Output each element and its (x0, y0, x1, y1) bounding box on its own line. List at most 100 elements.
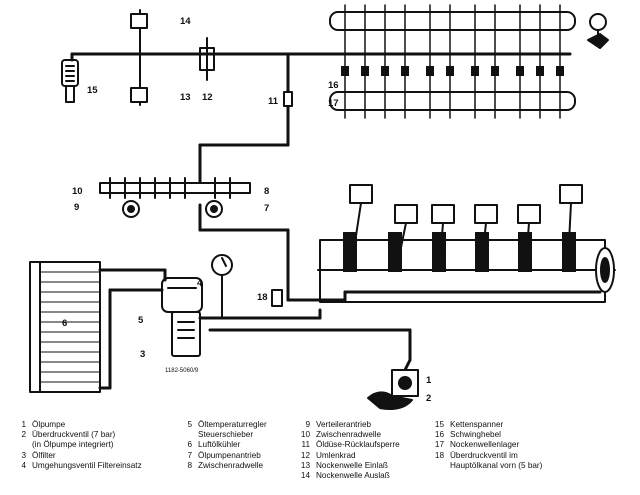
legend-row: 16 Schwinghebel (432, 430, 542, 440)
camshaft-assembly-right (329, 4, 576, 119)
legend-number: 9 (305, 420, 310, 429)
left-camshaft-stub (130, 9, 215, 106)
callout-8: 8 (264, 186, 269, 197)
legend-text: Schwinghebel (450, 430, 501, 440)
callout-5: 5 (138, 315, 144, 326)
legend-row: 5 Öltemperaturregler (180, 420, 267, 430)
rocker-arm-icon (587, 13, 609, 49)
callout-17: 17 (328, 98, 339, 109)
legend-row: 7 Ölpumpenantrieb (180, 451, 267, 461)
legend-column-4: 15 Kettenspanner 16 Schwinghebel 17 Nockenw… (432, 420, 543, 471)
legend-row: 8 Zwischenradwelle (180, 461, 267, 471)
callout-11: 11 (268, 96, 279, 107)
legend-text: Zwischenradwelle (198, 460, 264, 470)
callout-15: 15 (87, 85, 98, 96)
legend-text: Öldüse-Rücklaufsperre (316, 440, 400, 450)
legend-text: Nockenwelle Auslaß (316, 471, 390, 481)
legend-row: (in Ölpumpe integriert) (14, 440, 142, 450)
pressure-gauge (211, 254, 233, 319)
legend-text: Verteilerantrieb (316, 420, 372, 429)
legend-row: 14 Nockenwelle Auslaß (298, 471, 400, 481)
legend-column-1: 1 Ölpumpe 2 Überdruckventil (7 bar) (in Öl… (14, 420, 142, 471)
legend-text: Steuerschieber (198, 430, 254, 440)
legend-text: Überdruckventil im (450, 450, 518, 460)
callout-2: 2 (426, 393, 431, 404)
legend-number: 14 (300, 471, 310, 481)
callout-16: 16 (328, 80, 339, 91)
legend-text: Umgehungsventil Filtereinsatz (32, 460, 142, 470)
intermediate-supply-line (198, 143, 290, 302)
legend-text: Ölpumpe (32, 420, 66, 429)
legend-number: 5 (187, 420, 192, 429)
callout-18: 18 (257, 292, 268, 303)
legend-row: Hauptölkanal vorn (5 bar) (432, 461, 542, 471)
legend-number: 1 (21, 420, 26, 429)
legend-row: 13 Nockenwelle Einlaß (298, 461, 400, 471)
legend-text: Kettenspanner (450, 420, 504, 429)
legend-row: 3 Ölfilter (14, 451, 142, 461)
main-oil-channel (286, 290, 602, 302)
legend-text: Ölfilter (32, 450, 56, 460)
callout-4: 4 (197, 278, 203, 289)
legend-text: Nockenwelle Einlaß (316, 460, 388, 470)
legend-text: (in Ölpumpe integriert) (32, 440, 114, 450)
legend-row: Steuerschieber (180, 430, 267, 440)
legend-row: 4 Umgehungsventil Filtereinsatz (14, 460, 142, 471)
callout-10: 10 (72, 186, 83, 197)
legend-text: Öltemperaturregler (198, 420, 267, 429)
oil-filter (161, 277, 203, 357)
callout-3: 3 (140, 349, 145, 360)
filter-output-lines (198, 308, 412, 372)
legend-number: 7 (187, 450, 192, 460)
legend-number: 16 (434, 430, 444, 440)
callout-14: 14 (180, 16, 191, 27)
relief-valve-18 (271, 289, 283, 307)
legend-row: 1 Ölpumpe (14, 420, 142, 430)
legend-text: Überdruckventil (7 bar) (32, 430, 116, 440)
legend-row: 2 Überdruckventil (7 bar) (14, 430, 142, 440)
legend-number: 17 (434, 440, 444, 450)
legend-number: 2 (21, 430, 26, 440)
callout-13: 13 (180, 92, 191, 103)
callout-6: 6 (62, 318, 67, 329)
legend-number: 10 (300, 430, 310, 440)
drawing-number: 1182-5060/9 (165, 368, 199, 374)
legend-number (14, 440, 26, 450)
legend-text: Ölpumpenantrieb (198, 450, 261, 460)
legend-row: 15 Kettenspanner (432, 420, 542, 430)
legend-row: 10 Zwischenradwelle (298, 430, 400, 440)
legend-number: 15 (434, 420, 444, 429)
legend-text: Nockenwellenlager (450, 440, 520, 450)
chain-tensioner (61, 59, 79, 103)
legend-number: 13 (300, 460, 310, 470)
legend-text: Umlenkrad (316, 450, 356, 460)
callout-labels: 14 15 13 12 11 16 17 10 9 8 7 4 18 5 6 3… (62, 16, 432, 404)
callout-9: 9 (74, 202, 79, 213)
legend-number: 8 (187, 460, 192, 470)
legend-row: 12 Umlenkrad (298, 451, 400, 461)
oil-circuit-diagram: 14 15 13 12 11 16 17 10 9 8 7 4 18 5 6 3… (29, 4, 616, 410)
legend-number: 4 (21, 460, 26, 470)
legend-number (432, 461, 444, 471)
legend-row: 11 Öldüse-Rücklaufsperre (298, 440, 400, 450)
legend-number: 18 (434, 450, 444, 460)
callout-7: 7 (264, 203, 269, 214)
legend-number: 12 (300, 450, 310, 460)
legend-number (180, 430, 192, 440)
callout-12: 12 (202, 92, 213, 103)
intermediate-shaft-assembly (99, 177, 251, 218)
pistons (349, 184, 583, 263)
callout-1: 1 (426, 375, 432, 386)
legend-number: 11 (301, 440, 311, 450)
legend-row: 17 Nockenwellenlager (432, 440, 542, 450)
legend-text: Luftölkühler (198, 440, 241, 450)
legend-text: Zwischenradwelle (316, 430, 382, 440)
oil-pump (367, 369, 419, 410)
legend-number: 3 (21, 450, 26, 460)
legend-row: 18 Überdruckventil im (432, 451, 542, 461)
legend-column-3: 9 Verteilerantrieb 10 Zwischenradwelle 11 Ö… (298, 420, 400, 481)
check-valve-11 (283, 91, 293, 107)
